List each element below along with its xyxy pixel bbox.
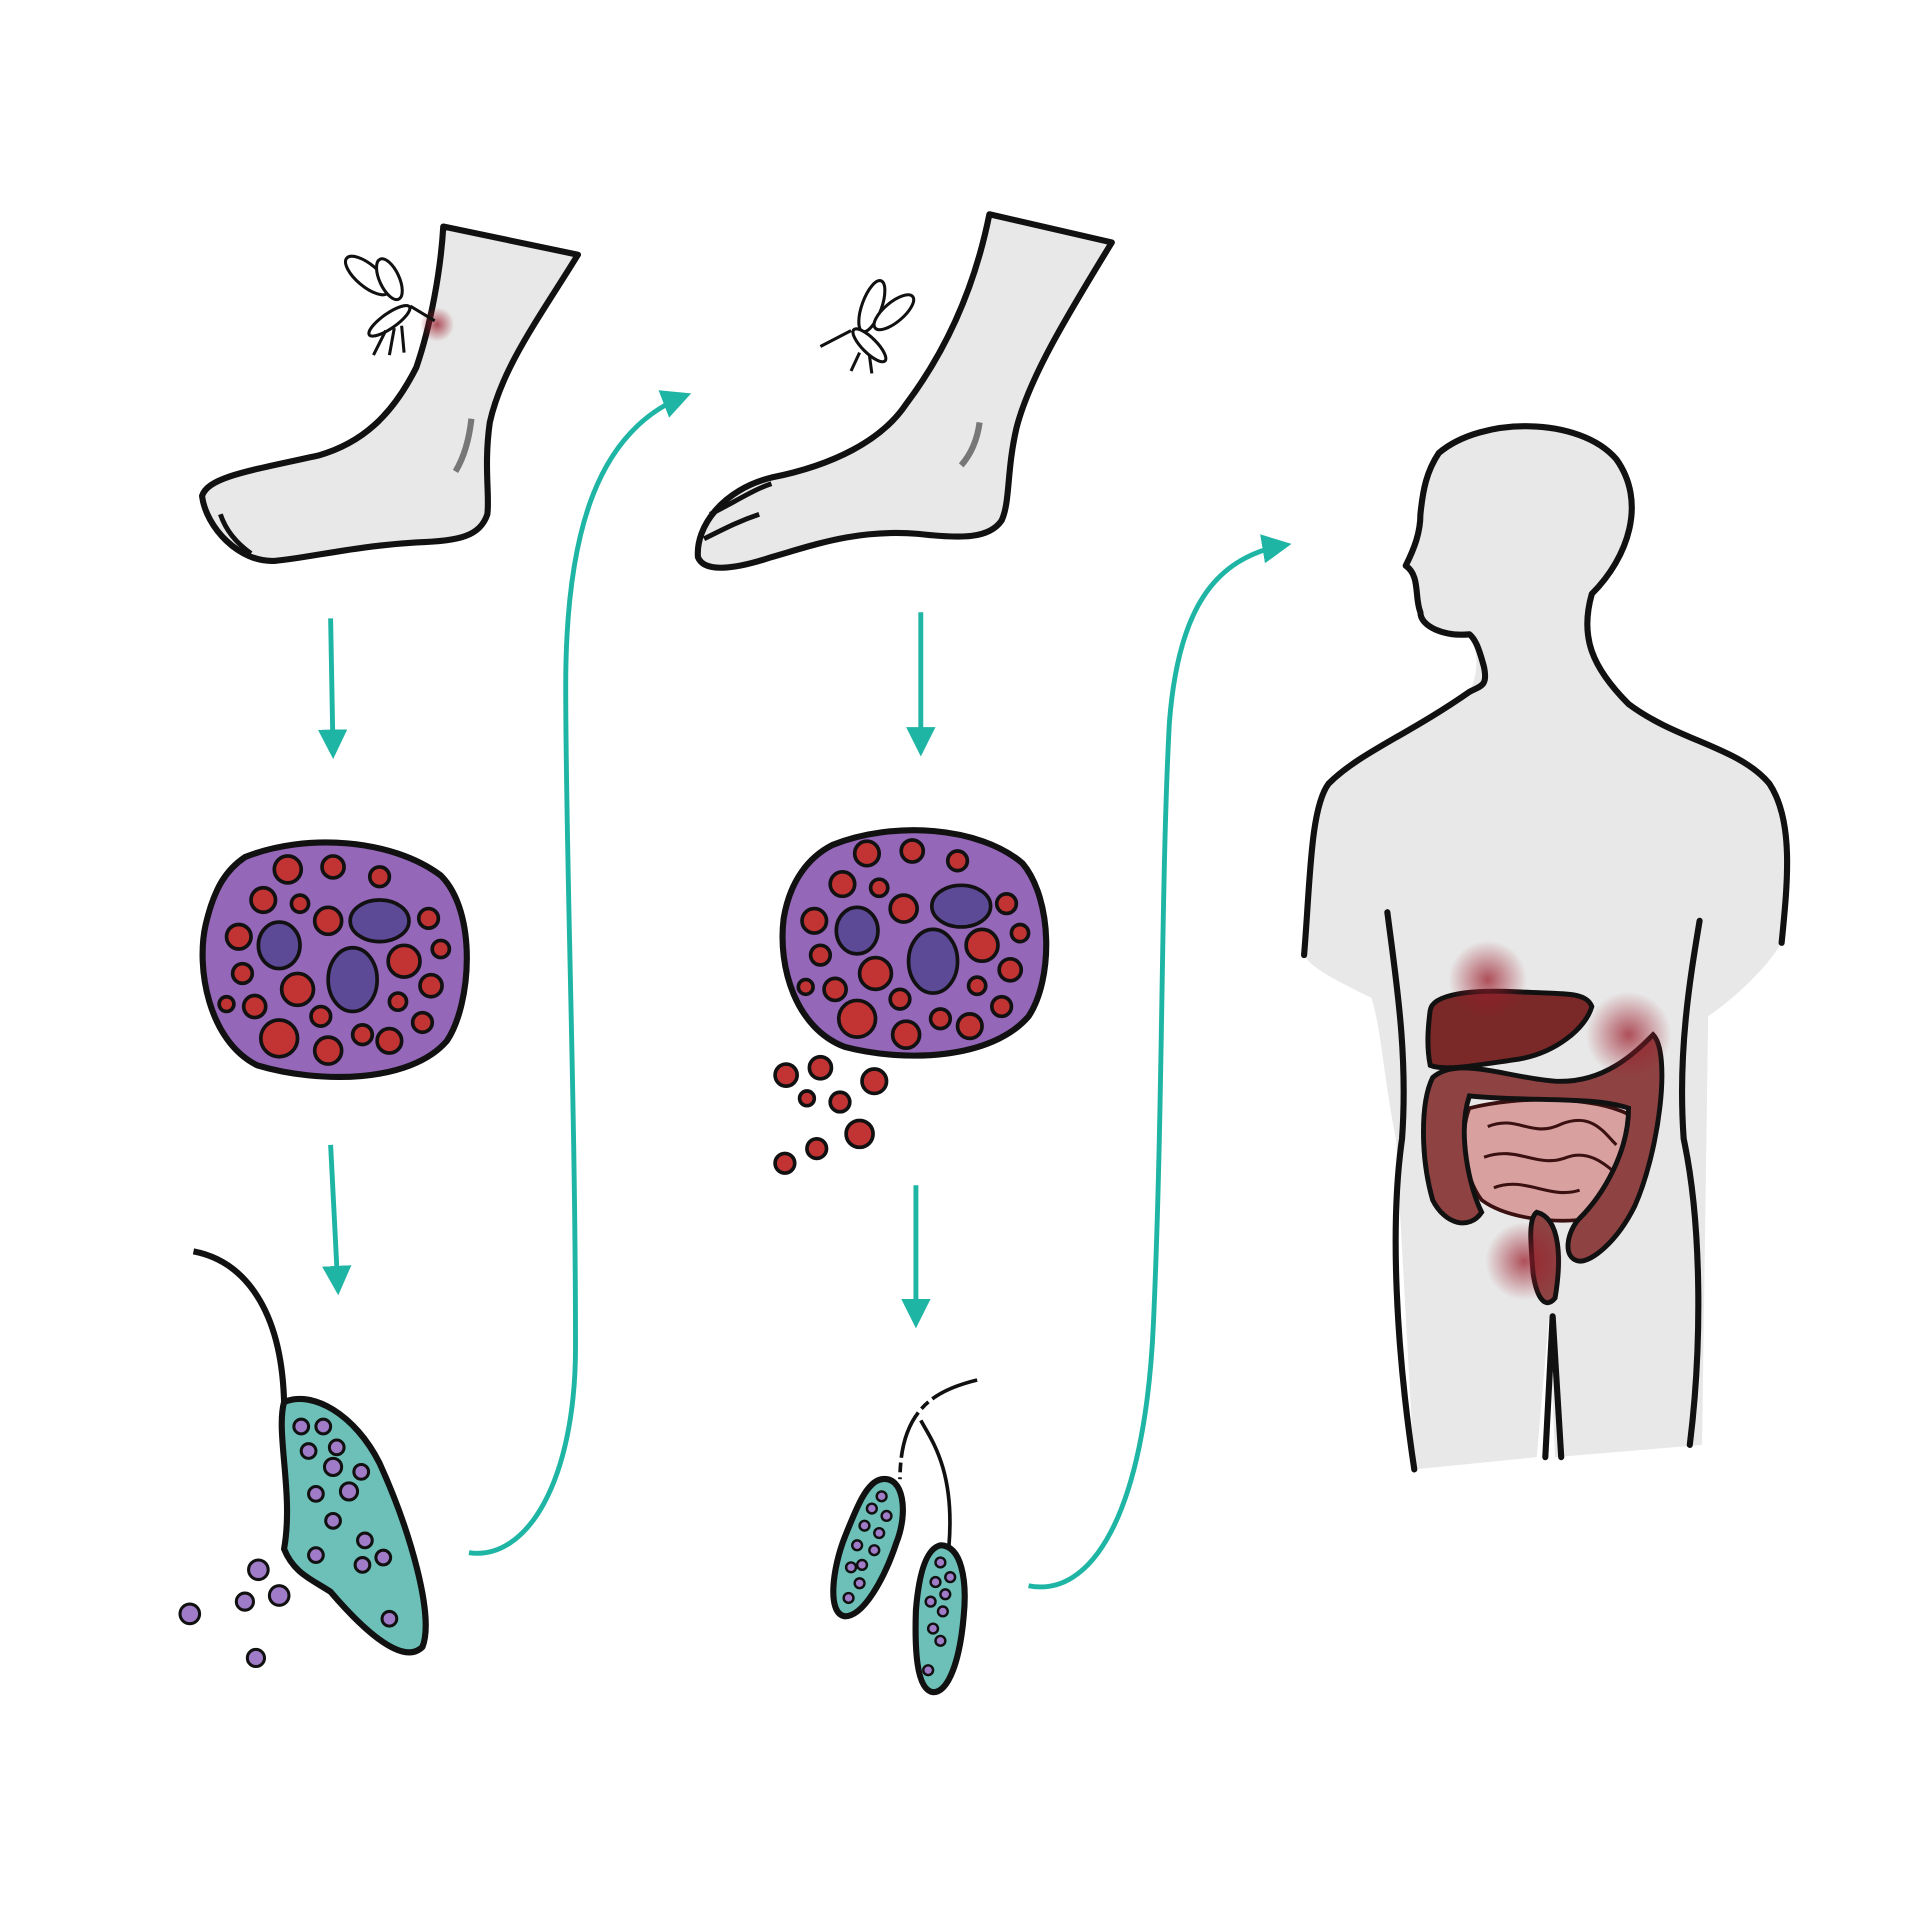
infected-cell-icon [199,839,470,1081]
bite-mark [420,307,455,342]
promastigote-parasite-icon [178,1248,429,1669]
arrow-down [322,1144,352,1296]
promastigote-parasite-icon [830,1378,978,1696]
mosquito-icon [343,254,436,356]
mosquito-icon [819,279,916,374]
human-body-icon [1301,423,1791,1473]
arrow-down [317,618,348,759]
foot-icon [694,211,1115,571]
foot-icon [198,223,582,564]
infected-cell-icon [773,827,1050,1175]
curved-arrow [1028,534,1292,1590]
curved-arrow [468,390,692,1556]
internal-organs-icon [1421,940,1672,1306]
